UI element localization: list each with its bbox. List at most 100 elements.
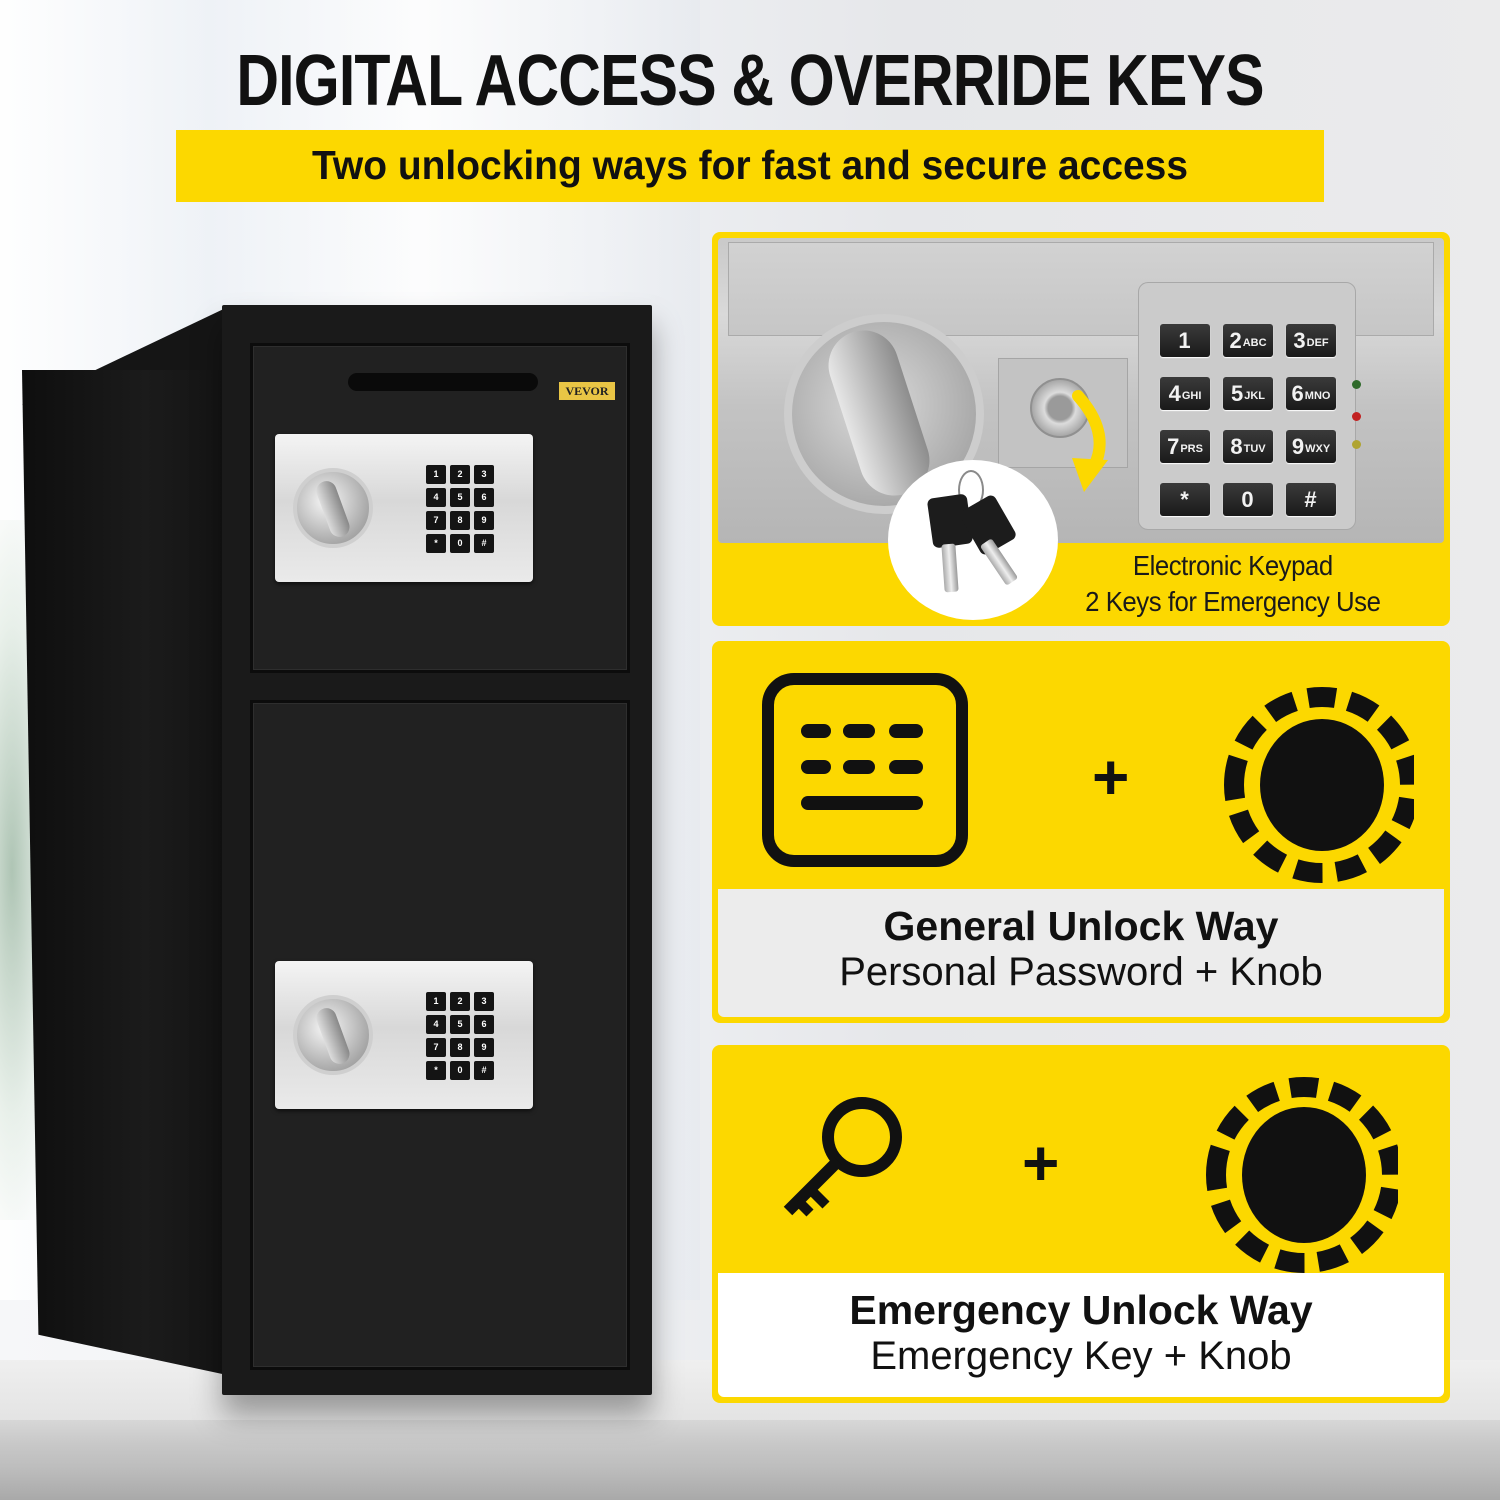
knob-icon [293,468,373,548]
status-led-red [1352,412,1361,421]
mini-key: 8 [450,511,470,530]
mini-key: 6 [474,1015,494,1034]
knob-icon [1224,687,1414,883]
plus-operator: + [1022,1127,1060,1199]
upper-mini-keypad: 1 2 3 4 5 6 7 8 9 * 0 # [423,462,495,556]
mini-key: * [426,1061,446,1080]
caption-line-1: Electronic Keypad [1132,550,1333,581]
status-led-green [1352,380,1361,389]
key-digit: 2 [1229,327,1242,353]
key-letters: WXY [1305,443,1331,455]
knob-icon [1206,1077,1398,1273]
mini-key: 8 [450,1038,470,1057]
keypad-key: * [1160,483,1210,516]
key-letters: DEF [1306,337,1329,349]
key-letters: TUV [1243,443,1266,455]
key-digit: 3 [1293,327,1306,353]
key-digit: 8 [1230,433,1243,459]
page-subtitle: Two unlocking ways for fast and secure a… [312,142,1188,188]
general-unlock-caption: General Unlock Way Personal Password + K… [718,889,1444,1017]
key-letters: ABC [1242,337,1267,349]
safe-upper-door: VEVOR 1 2 3 4 5 6 7 8 9 * 0 # [250,343,630,673]
mini-key: 3 [474,992,494,1011]
status-led-yellow [1352,440,1361,449]
page-title: DIGITAL ACCESS & OVERRIDE KEYS [236,41,1264,121]
mini-key: 1 [426,465,446,484]
lower-lock-panel: 1 2 3 4 5 6 7 8 9 * 0 # [275,961,533,1109]
key-letters: MNO [1304,390,1331,402]
safe-product-image: VEVOR 1 2 3 4 5 6 7 8 9 * 0 # [22,305,652,1395]
general-unlock-panel: + General Unlock Way Personal Password +… [712,641,1450,1023]
mini-key: 1 [426,992,446,1011]
key-digit: 5 [1230,380,1244,406]
knob-icon [293,995,373,1075]
safe-lower-door: 1 2 3 4 5 6 7 8 9 * 0 # [250,700,630,1370]
mini-key: # [474,1061,494,1080]
countertop [0,1420,1500,1500]
brand-badge: VEVOR [559,382,615,400]
key-digit: 7 [1167,433,1180,459]
emergency-keys-photo [888,460,1058,620]
mini-key: 4 [426,488,446,507]
mini-key: 0 [450,1061,470,1080]
safe-front-face: VEVOR 1 2 3 4 5 6 7 8 9 * 0 # [222,305,652,1395]
mini-key: 2 [450,465,470,484]
key-blade [941,543,959,593]
keypad-key: 0 [1223,483,1273,516]
key-letters: PRS [1180,443,1203,455]
key-letters: JKL [1244,390,1266,402]
keypad-icon [762,673,968,867]
general-unlock-title: General Unlock Way [883,903,1279,949]
mini-key: 6 [474,488,494,507]
mini-key: 5 [450,488,470,507]
key-digit: 1 [1178,327,1191,353]
emergency-unlock-description: Emergency Key + Knob [870,1334,1292,1378]
mini-key: * [426,534,446,553]
mini-key: 7 [426,511,446,530]
key-icon [783,1097,902,1217]
mini-key: 7 [426,1038,446,1057]
key-digit: 6 [1291,380,1304,406]
emergency-unlock-title: Emergency Unlock Way [849,1287,1313,1333]
key-digit: # [1304,486,1317,512]
safe-side-face [22,370,227,1375]
emergency-unlock-caption: Emergency Unlock Way Emergency Key + Kno… [718,1273,1444,1397]
subtitle-banner [176,130,1324,202]
key-digit: 9 [1291,433,1305,459]
curved-arrow-icon [1072,390,1108,492]
key-digit: 4 [1168,380,1181,406]
keypad-key: # [1286,483,1336,516]
mini-key: 0 [450,534,470,553]
knob-icon [784,314,984,514]
keypad-key: 1 [1160,324,1210,357]
key-digit: 0 [1241,486,1254,512]
upper-lock-panel: 1 2 3 4 5 6 7 8 9 * 0 # [275,434,533,582]
mini-key: 2 [450,992,470,1011]
mini-key: 5 [450,1015,470,1034]
keyhole-icon [1030,378,1090,438]
lower-mini-keypad: 1 2 3 4 5 6 7 8 9 * 0 # [423,989,495,1083]
mini-key: 4 [426,1015,446,1034]
mini-key: 9 [474,1038,494,1057]
mini-key: 9 [474,511,494,530]
emergency-unlock-panel: + Emergency Unlock Way Emergency Key + K… [712,1045,1450,1403]
mini-key: # [474,534,494,553]
caption-line-2: 2 Keys for Emergency Use [1085,586,1381,617]
key-digit: * [1180,486,1189,512]
mini-key: 3 [474,465,494,484]
deposit-slot [348,373,538,391]
keypad-caption: Electronic Keypad 2 Keys for Emergency U… [1006,548,1426,620]
key-letters: GHI [1181,390,1202,402]
plus-operator: + [1092,741,1130,813]
